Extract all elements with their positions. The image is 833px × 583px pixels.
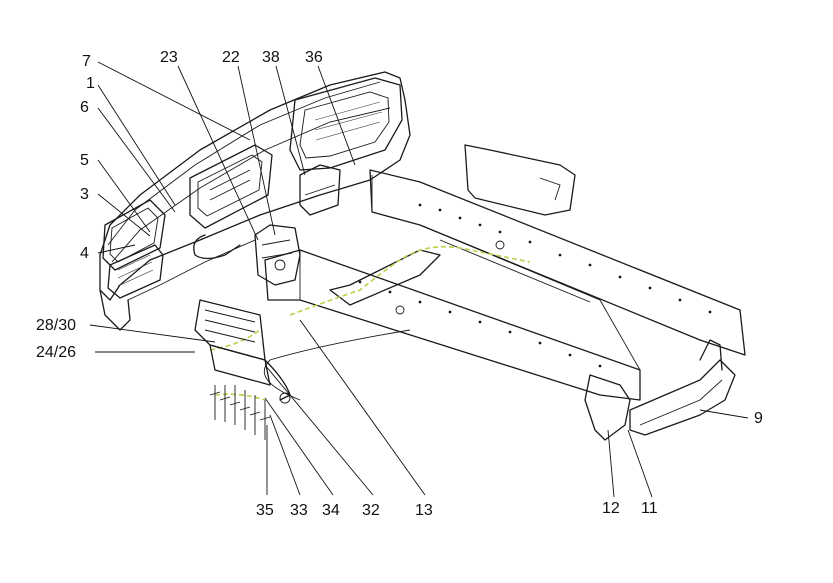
bolts — [209, 385, 271, 440]
callout-13: 13 — [415, 502, 433, 519]
callout-24-26: 24/26 — [36, 344, 76, 361]
callout-5: 5 — [80, 152, 89, 169]
front-bumper — [99, 71, 411, 331]
callout-34: 34 — [322, 502, 340, 519]
right-headlamp — [289, 77, 403, 171]
callout-32: 32 — [362, 502, 380, 519]
callout-36: 36 — [305, 49, 323, 66]
callout-3: 3 — [80, 186, 89, 203]
callout-35: 35 — [256, 502, 274, 519]
callout-33: 33 — [290, 502, 308, 519]
callout-11: 11 — [641, 500, 658, 517]
callout-6: 6 — [80, 99, 89, 116]
callout-4: 4 — [80, 245, 89, 262]
mounting-bracket — [299, 164, 341, 216]
rear-underrun — [584, 339, 736, 441]
callout-22: 22 — [222, 49, 240, 66]
callout-23: 23 — [160, 49, 178, 66]
frame-rivets — [358, 203, 712, 368]
callout-38: 38 — [262, 49, 280, 66]
rear-cab-panel — [464, 144, 576, 216]
chassis-frame — [263, 169, 746, 401]
callout-labels: 7 1 6 5 3 4 23 22 38 36 28/30 24/26 35 3… — [36, 49, 763, 519]
left-headlamp — [102, 199, 166, 299]
callout-7: 7 — [82, 53, 91, 70]
callout-12: 12 — [602, 500, 620, 517]
callout-28-30: 28/30 — [36, 317, 76, 334]
callout-1: 1 — [86, 75, 95, 92]
callout-9: 9 — [754, 410, 763, 427]
leader-lines — [89, 61, 749, 498]
tow-hook-bracket — [193, 224, 301, 286]
wiring-harness — [209, 245, 531, 401]
